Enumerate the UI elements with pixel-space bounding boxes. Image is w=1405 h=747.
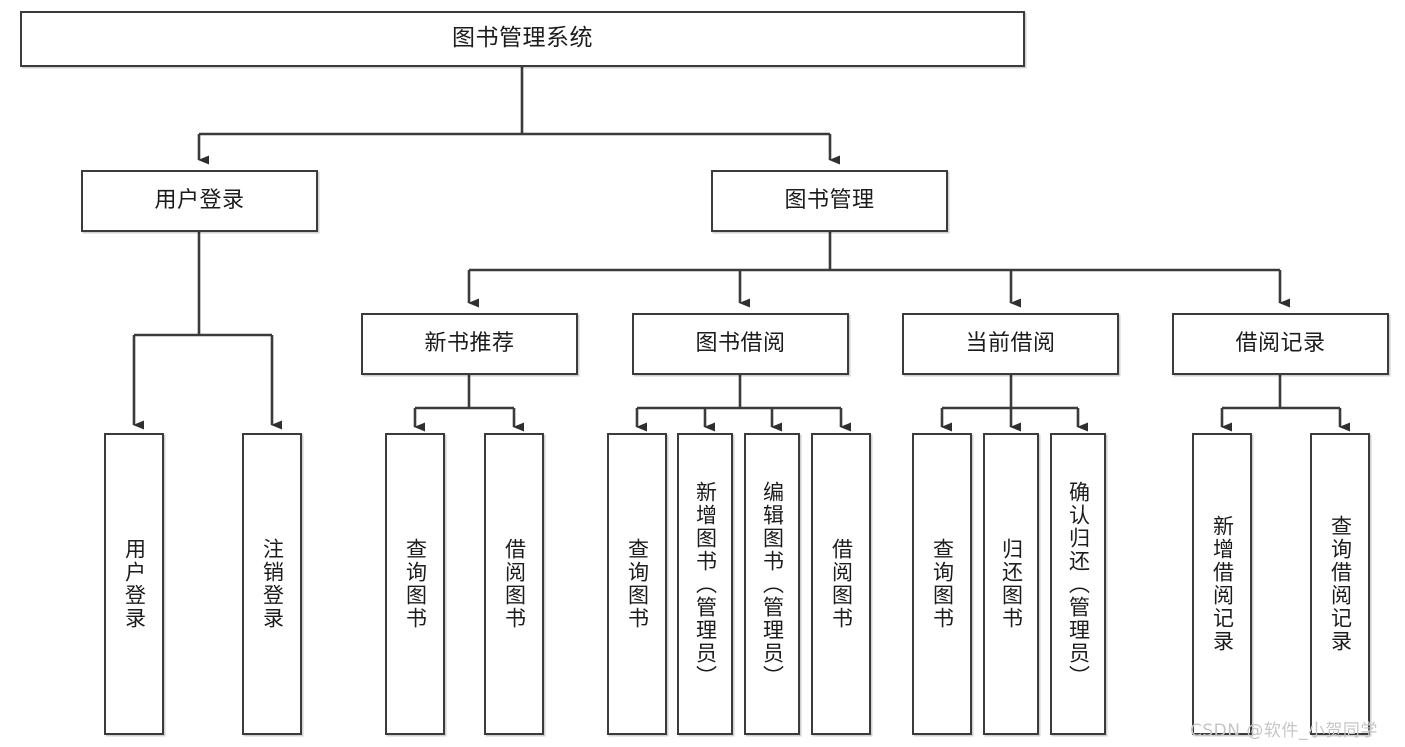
node-label: 图书管理 [784, 187, 875, 213]
node-label: 新书推荐 [424, 330, 515, 356]
node-leaf-query-books-borrow[interactable]: 查询图书 [607, 433, 667, 735]
node-label: 注销登录 [260, 538, 285, 630]
node-label: 查询借阅记录 [1328, 515, 1353, 653]
node-user-login[interactable]: 用户登录 [81, 170, 318, 232]
node-label: 查询图书 [625, 538, 650, 630]
node-label: 借阅图书 [829, 538, 854, 630]
node-label: 图书借阅 [695, 330, 786, 356]
node-label: 用户登录 [122, 538, 147, 630]
node-new-book-recommend[interactable]: 新书推荐 [361, 313, 578, 375]
node-book-management[interactable]: 图书管理 [711, 170, 948, 232]
node-leaf-user-login[interactable]: 用户登录 [104, 433, 164, 735]
node-leaf-confirm-return-admin[interactable]: 确认归还（管理员） [1050, 433, 1106, 735]
node-leaf-query-books-recommend[interactable]: 查询图书 [385, 433, 445, 735]
node-root-system[interactable]: 图书管理系统 [20, 11, 1025, 67]
node-leaf-logout[interactable]: 注销登录 [242, 433, 302, 735]
node-label: 新增图书（管理员） [693, 480, 718, 688]
node-label: 图书管理系统 [452, 25, 593, 52]
node-leaf-query-borrow-record[interactable]: 查询借阅记录 [1310, 433, 1370, 735]
node-label: 归还图书 [999, 538, 1024, 630]
node-label: 查询图书 [403, 538, 428, 630]
node-label: 当前借阅 [965, 330, 1056, 356]
node-label: 用户登录 [154, 187, 245, 213]
node-current-borrow[interactable]: 当前借阅 [902, 313, 1119, 375]
node-label: 确认归还（管理员） [1066, 480, 1091, 688]
node-leaf-return-books[interactable]: 归还图书 [983, 433, 1039, 735]
node-label: 借阅图书 [502, 538, 527, 630]
node-label: 查询图书 [930, 538, 955, 630]
node-borrow-records[interactable]: 借阅记录 [1172, 313, 1389, 375]
node-leaf-query-books-current[interactable]: 查询图书 [912, 433, 972, 735]
node-label: 新增借阅记录 [1210, 515, 1235, 653]
node-leaf-add-borrow-record[interactable]: 新增借阅记录 [1192, 433, 1252, 735]
node-book-borrow[interactable]: 图书借阅 [632, 313, 849, 375]
node-leaf-add-book-admin[interactable]: 新增图书（管理员） [677, 433, 733, 735]
node-leaf-borrow-books-recommend[interactable]: 借阅图书 [484, 433, 544, 735]
node-leaf-edit-book-admin[interactable]: 编辑图书（管理员） [744, 433, 800, 735]
node-leaf-borrow-books[interactable]: 借阅图书 [811, 433, 871, 735]
node-label: 借阅记录 [1235, 330, 1326, 356]
node-label: 编辑图书（管理员） [760, 480, 785, 688]
